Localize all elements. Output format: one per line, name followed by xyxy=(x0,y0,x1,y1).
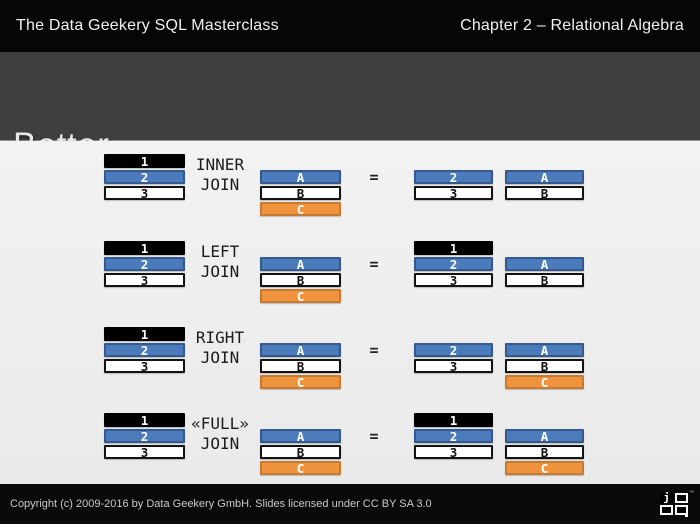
chapter-title: Chapter 2 – Relational Algebra xyxy=(460,17,684,34)
table-row-bar: B xyxy=(260,359,341,374)
join-type-label: LEFT JOIN xyxy=(168,242,272,282)
join-type-label: INNER JOIN xyxy=(168,155,272,195)
slide-title-band: Better xyxy=(0,52,700,165)
table-row-bar: 2 xyxy=(414,429,493,444)
table-row-bar: 2 xyxy=(414,170,493,185)
table-row-bar: A xyxy=(260,257,341,272)
join-type-label: «FULL» JOIN xyxy=(168,414,272,454)
table-row-bar: 3 xyxy=(104,359,185,374)
table-row-bar: C xyxy=(260,202,341,217)
join-label-line2: JOIN xyxy=(200,348,240,367)
table-row-bar: 1 xyxy=(104,327,185,342)
table-row-bar: 2 xyxy=(104,257,185,272)
table-row-bar: C xyxy=(505,375,584,390)
table-row-bar: B xyxy=(260,273,341,288)
equals-sign: = xyxy=(369,255,379,273)
join-label-line2: JOIN xyxy=(200,175,240,194)
table-row-bar: B xyxy=(505,186,584,201)
table-row-bar: A xyxy=(505,429,584,444)
table-row-bar: A xyxy=(505,257,584,272)
table-row-bar: 3 xyxy=(414,186,493,201)
join-type-label: RIGHT JOIN xyxy=(168,328,272,368)
table-row-bar: 2 xyxy=(414,257,493,272)
footer-bar: Copyright (c) 2009-2016 by Data Geekery … xyxy=(0,484,700,524)
equals-sign: = xyxy=(369,168,379,186)
deck-title: The Data Geekery SQL Masterclass xyxy=(16,17,279,34)
table-row-bar: 2 xyxy=(104,343,185,358)
join-label-line1: «FULL» xyxy=(191,414,249,433)
table-row-bar: 1 xyxy=(104,413,185,428)
logo-tile-o xyxy=(660,505,673,515)
table-row-bar: 1 xyxy=(414,413,493,428)
table-row-bar: 2 xyxy=(104,170,185,185)
equals-sign: = xyxy=(369,341,379,359)
top-bar: The Data Geekery SQL Masterclass Chapter… xyxy=(0,0,700,52)
join-label-line1: LEFT xyxy=(200,242,240,261)
table-row-bar: B xyxy=(260,186,341,201)
logo-tile-o xyxy=(675,493,688,503)
table-row-bar: B xyxy=(505,445,584,460)
table-row-bar: A xyxy=(260,429,341,444)
copyright-text: Copyright (c) 2009-2016 by Data Geekery … xyxy=(10,498,432,510)
table-row-bar: 3 xyxy=(104,186,185,201)
table-row-bar: B xyxy=(505,273,584,288)
table-row-bar: B xyxy=(260,445,341,460)
trademark-symbol: ™ xyxy=(689,490,694,496)
table-row-bar: 1 xyxy=(104,154,185,169)
table-row-bar: 3 xyxy=(414,273,493,288)
table-row-bar: A xyxy=(505,343,584,358)
table-row-bar: C xyxy=(260,375,341,390)
join-label-line1: INNER xyxy=(195,155,245,174)
table-row-bar: C xyxy=(260,289,341,304)
table-row-bar: 3 xyxy=(414,359,493,374)
table-row-bar: C xyxy=(505,461,584,476)
table-row-bar: 3 xyxy=(414,445,493,460)
join-label-line1: RIGHT xyxy=(195,328,245,347)
equals-sign: = xyxy=(369,427,379,445)
table-row-bar: C xyxy=(260,461,341,476)
table-row-bar: A xyxy=(260,170,341,185)
table-row-bar: 1 xyxy=(414,241,493,256)
jooq-logo: j ™ xyxy=(660,490,694,517)
table-row-bar: 3 xyxy=(104,445,185,460)
logo-tile-q xyxy=(675,505,688,517)
table-row-bar: 2 xyxy=(414,343,493,358)
table-row-bar: 3 xyxy=(104,273,185,288)
table-row-bar: A xyxy=(505,170,584,185)
join-label-line2: JOIN xyxy=(200,262,240,281)
join-label-line2: JOIN xyxy=(200,434,240,453)
table-row-bar: 1 xyxy=(104,241,185,256)
table-row-bar: 2 xyxy=(104,429,185,444)
table-row-bar: B xyxy=(505,359,584,374)
logo-tile-j: j xyxy=(660,492,673,503)
table-row-bar: A xyxy=(260,343,341,358)
